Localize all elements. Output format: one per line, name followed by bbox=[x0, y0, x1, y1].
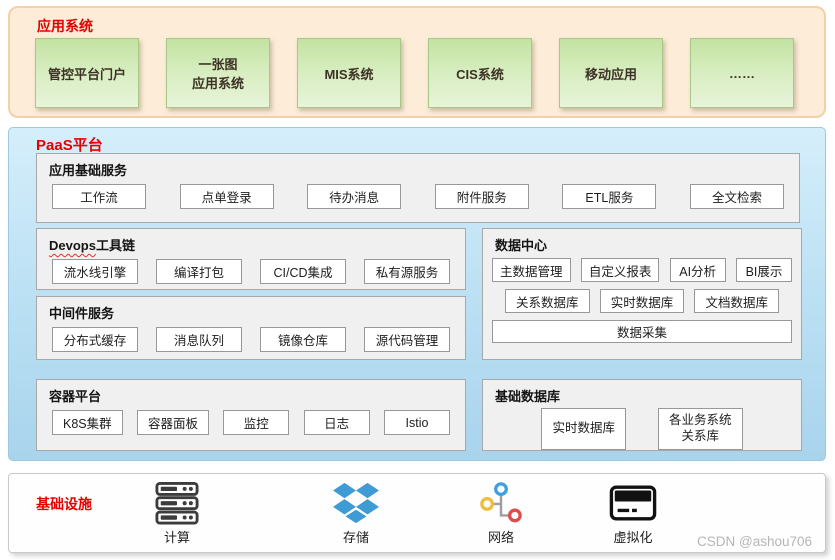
devops-toolchain-panel: Devops工具链 流水线引擎编译打包 CI/CD集成私有源服务 bbox=[36, 228, 466, 290]
service-chip: CI/CD集成 bbox=[260, 259, 346, 284]
service-chip: 工作流 bbox=[52, 184, 146, 209]
paas-platform-title: PaaS平台 bbox=[36, 137, 103, 154]
storage-box-icon bbox=[333, 481, 379, 525]
service-chip: 消息队列 bbox=[156, 327, 242, 352]
data-center-row3: 数据采集 bbox=[492, 320, 792, 343]
network-nodes-icon bbox=[479, 481, 523, 525]
service-chip: 源代码管理 bbox=[364, 327, 450, 352]
base-database-title: 基础数据库 bbox=[495, 389, 561, 404]
service-chip: 文档数据库 bbox=[694, 289, 779, 313]
infra-label: 存储 bbox=[342, 530, 369, 545]
data-center-title: 数据中心 bbox=[495, 238, 548, 253]
devops-toolchain-row: 流水线引擎编译打包 CI/CD集成私有源服务 bbox=[52, 259, 450, 284]
service-chip: K8S集群 bbox=[52, 410, 123, 435]
infrastructure-title: 基础设施 bbox=[36, 496, 92, 512]
service-chip: 待办消息 bbox=[307, 184, 402, 209]
app-system-box: …… bbox=[690, 38, 794, 108]
service-chip: BI展示 bbox=[735, 258, 792, 282]
service-chip: 编译打包 bbox=[156, 259, 242, 284]
service-chip: 自定义报表 bbox=[580, 258, 660, 282]
service-chip: 实时数据库 bbox=[599, 289, 685, 313]
service-chip: 点单登录 bbox=[179, 184, 274, 209]
devops-toolchain-title: Devops工具链 bbox=[49, 235, 465, 254]
service-chip: 监控 bbox=[223, 410, 290, 435]
app-base-services-panel: 应用基础服务 工作流 点单登录 待办消息 附件服务 ETL服务 全文检索 bbox=[36, 153, 800, 223]
app-system-box: CIS系统 bbox=[428, 38, 532, 108]
container-platform-title: 容器平台 bbox=[49, 389, 102, 404]
service-chip: 容器面板 bbox=[136, 410, 209, 435]
infra-item-virtualization: 虚拟化 bbox=[609, 481, 657, 546]
service-chip: 附件服务 bbox=[434, 184, 529, 209]
service-chip: 私有源服务 bbox=[364, 259, 450, 284]
infra-label: 计算 bbox=[163, 530, 190, 545]
container-platform-row: K8S集群容器面板监控日志 Istio bbox=[52, 410, 450, 435]
base-database-row: 实时数据库各业务系统 关系库 bbox=[498, 408, 786, 450]
data-collection-chip: 数据采集 bbox=[492, 320, 792, 343]
infra-item-compute: 计算 bbox=[155, 481, 199, 546]
infra-label: 虚拟化 bbox=[613, 530, 653, 545]
base-database-panel: 基础数据库 实时数据库各业务系统 关系库 bbox=[482, 379, 802, 451]
application-systems-boxes: 管控平台门户一张图 应用系统 MIS系统 CIS系统移动应用 …… bbox=[10, 38, 824, 108]
database-chip: 实时数据库 bbox=[541, 408, 626, 450]
devops-title-en: Devops bbox=[49, 238, 96, 253]
app-system-box: 一张图 应用系统 bbox=[166, 38, 270, 108]
middleware-services-panel: 中间件服务 分布式缓存消息队列镜像仓库源代码管理 bbox=[36, 296, 466, 360]
service-chip: 分布式缓存 bbox=[52, 327, 138, 352]
server-stack-icon bbox=[155, 481, 199, 525]
service-chip: 日志 bbox=[303, 410, 370, 435]
application-systems-section: 应用系统 管控平台门户一张图 应用系统 MIS系统 CIS系统移动应用 …… bbox=[8, 6, 826, 118]
infra-item-network: 网络 bbox=[479, 481, 523, 546]
infrastructure-section: 基础设施 计算 bbox=[8, 473, 826, 553]
virtualization-card-icon bbox=[609, 481, 657, 525]
application-systems-title: 应用系统 bbox=[37, 18, 93, 34]
app-system-box: 移动应用 bbox=[559, 38, 663, 108]
container-platform-panel: 容器平台 K8S集群容器面板监控日志 Istio bbox=[36, 379, 466, 451]
service-chip: 流水线引擎 bbox=[52, 259, 138, 284]
infra-label: 网络 bbox=[487, 530, 514, 545]
devops-title-zh: 工具链 bbox=[95, 238, 135, 253]
infra-item-storage: 存储 bbox=[333, 481, 379, 546]
app-system-box: 管控平台门户 bbox=[35, 38, 139, 108]
app-base-services-row: 工作流 点单登录 待办消息 附件服务 ETL服务 全文检索 bbox=[52, 184, 784, 209]
service-chip: 全文检索 bbox=[689, 184, 784, 209]
paas-platform-section: PaaS平台 应用基础服务 工作流 点单登录 待办消息 附件服务 ETL服务 全文检索 D… bbox=[8, 127, 826, 461]
service-chip: Istio bbox=[383, 410, 450, 435]
data-center-row2: 关系数据库实时数据库文档数据库 bbox=[505, 289, 779, 313]
service-chip: AI分析 bbox=[669, 258, 726, 282]
service-chip: 镜像仓库 bbox=[260, 327, 346, 352]
database-chip: 各业务系统 关系库 bbox=[658, 408, 743, 450]
middleware-services-row: 分布式缓存消息队列镜像仓库源代码管理 bbox=[52, 327, 450, 352]
service-chip: 主数据管理 bbox=[492, 258, 571, 282]
data-center-row1: 主数据管理自定义报表 AI分析 BI展示 bbox=[492, 258, 792, 282]
service-chip: 关系数据库 bbox=[505, 289, 590, 313]
app-system-box: MIS系统 bbox=[297, 38, 401, 108]
middleware-services-title: 中间件服务 bbox=[49, 306, 115, 321]
service-chip: ETL服务 bbox=[562, 184, 657, 209]
csdn-watermark: CSDN @ashou706 bbox=[697, 534, 813, 549]
app-base-services-title: 应用基础服务 bbox=[49, 163, 128, 178]
